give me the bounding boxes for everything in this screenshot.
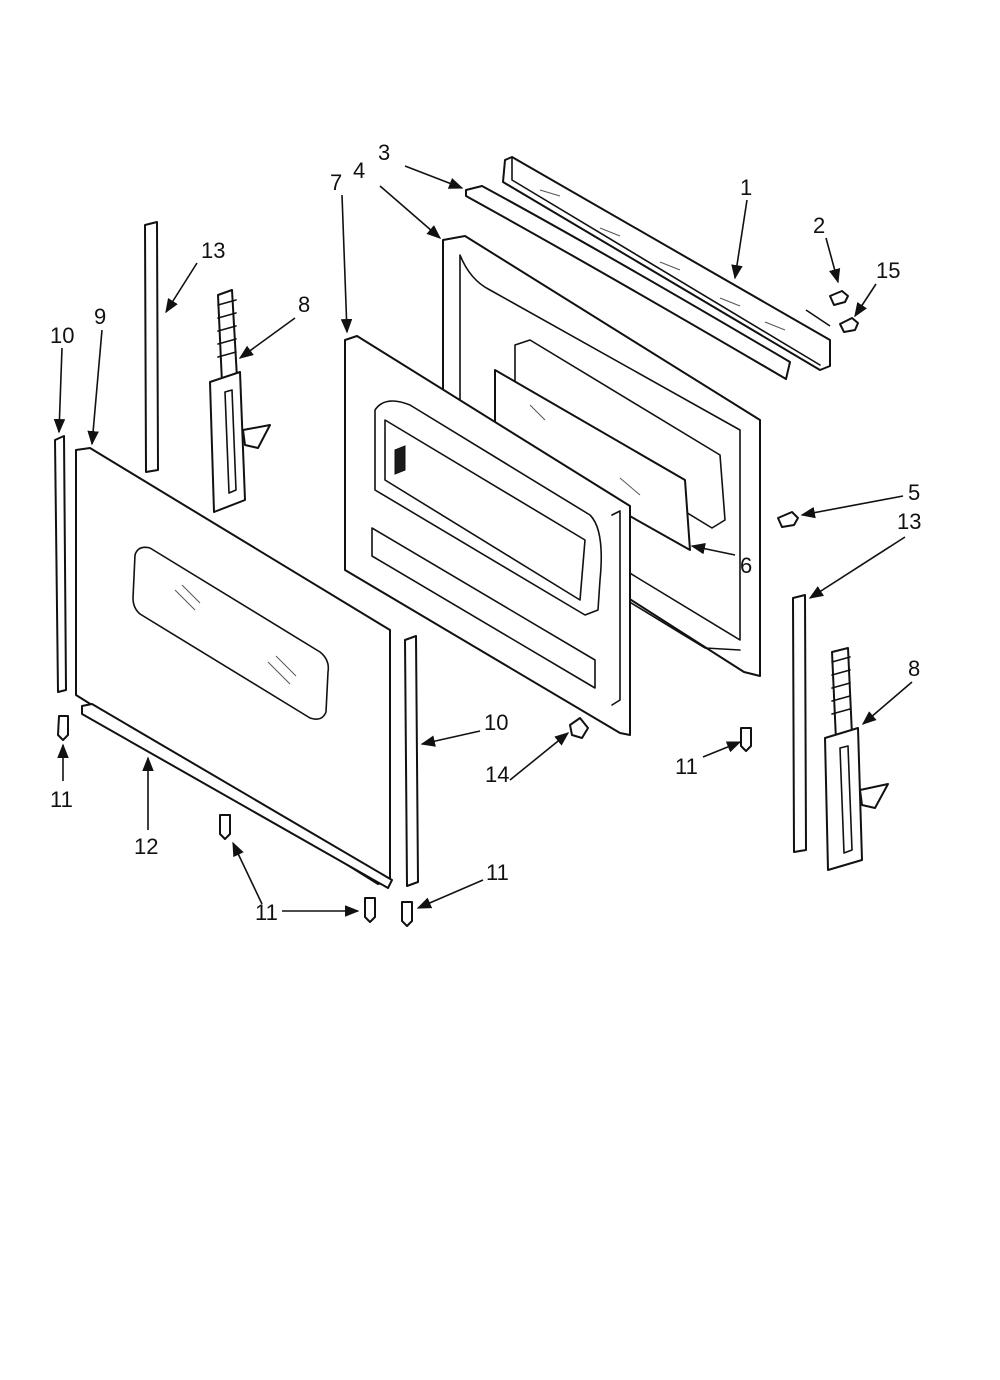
part-9-outer-door-panel	[75, 447, 391, 885]
callout-11-c: 11	[486, 860, 509, 885]
callout-10-right: 10	[484, 710, 508, 735]
callout-11-b: 11	[255, 900, 278, 925]
callout-2: 2	[813, 213, 825, 238]
part-6-inner-glass	[494, 369, 691, 551]
part-11-screw-b	[219, 814, 231, 840]
leader-lines	[53, 165, 913, 917]
callout-3: 3	[378, 140, 390, 165]
part-12-bottom-trim	[81, 703, 393, 889]
part-8-hinge-left	[209, 289, 271, 513]
part-13-hinge-plate-right	[792, 594, 807, 853]
part-10-side-trim-left	[54, 435, 67, 693]
callout-14: 14	[485, 762, 509, 787]
part-5-screw	[777, 511, 799, 528]
callout-12: 12	[134, 834, 158, 859]
callout-7: 7	[330, 170, 342, 195]
callout-5: 5	[908, 480, 920, 505]
callout-1: 1	[740, 175, 752, 200]
callout-13-left: 13	[201, 238, 225, 263]
part-8-hinge-right	[824, 647, 889, 871]
part-11-screw-d	[401, 901, 413, 927]
callout-10-left: 10	[50, 323, 74, 348]
callout-6: 6	[740, 553, 752, 578]
callout-11-a: 11	[50, 787, 73, 812]
part-15-screw	[839, 317, 859, 333]
part-14-bumper	[569, 717, 589, 739]
callout-13-right: 13	[897, 509, 921, 534]
part-2-screw	[829, 290, 849, 306]
part-11-screw-a	[57, 715, 69, 741]
callout-11-d: 11	[675, 754, 698, 779]
part-7-door-liner	[344, 335, 631, 736]
part-3-handle-strip	[465, 185, 791, 380]
part-11-screw-e	[740, 727, 752, 752]
callout-15: 15	[876, 258, 900, 283]
callout-9: 9	[94, 304, 106, 329]
callout-8-left: 8	[298, 292, 310, 317]
part-10-side-trim-right	[404, 635, 419, 887]
callout-labels: 1 2 3 4 5 6 7 8 8 9 10 10 11 11 11 11 12…	[50, 140, 921, 925]
part-1-vent-trim	[502, 156, 831, 371]
callout-8-right: 8	[908, 656, 920, 681]
part-13-hinge-plate-left	[144, 221, 159, 473]
callout-4: 4	[353, 158, 365, 183]
part-11-screw-c	[364, 897, 376, 923]
